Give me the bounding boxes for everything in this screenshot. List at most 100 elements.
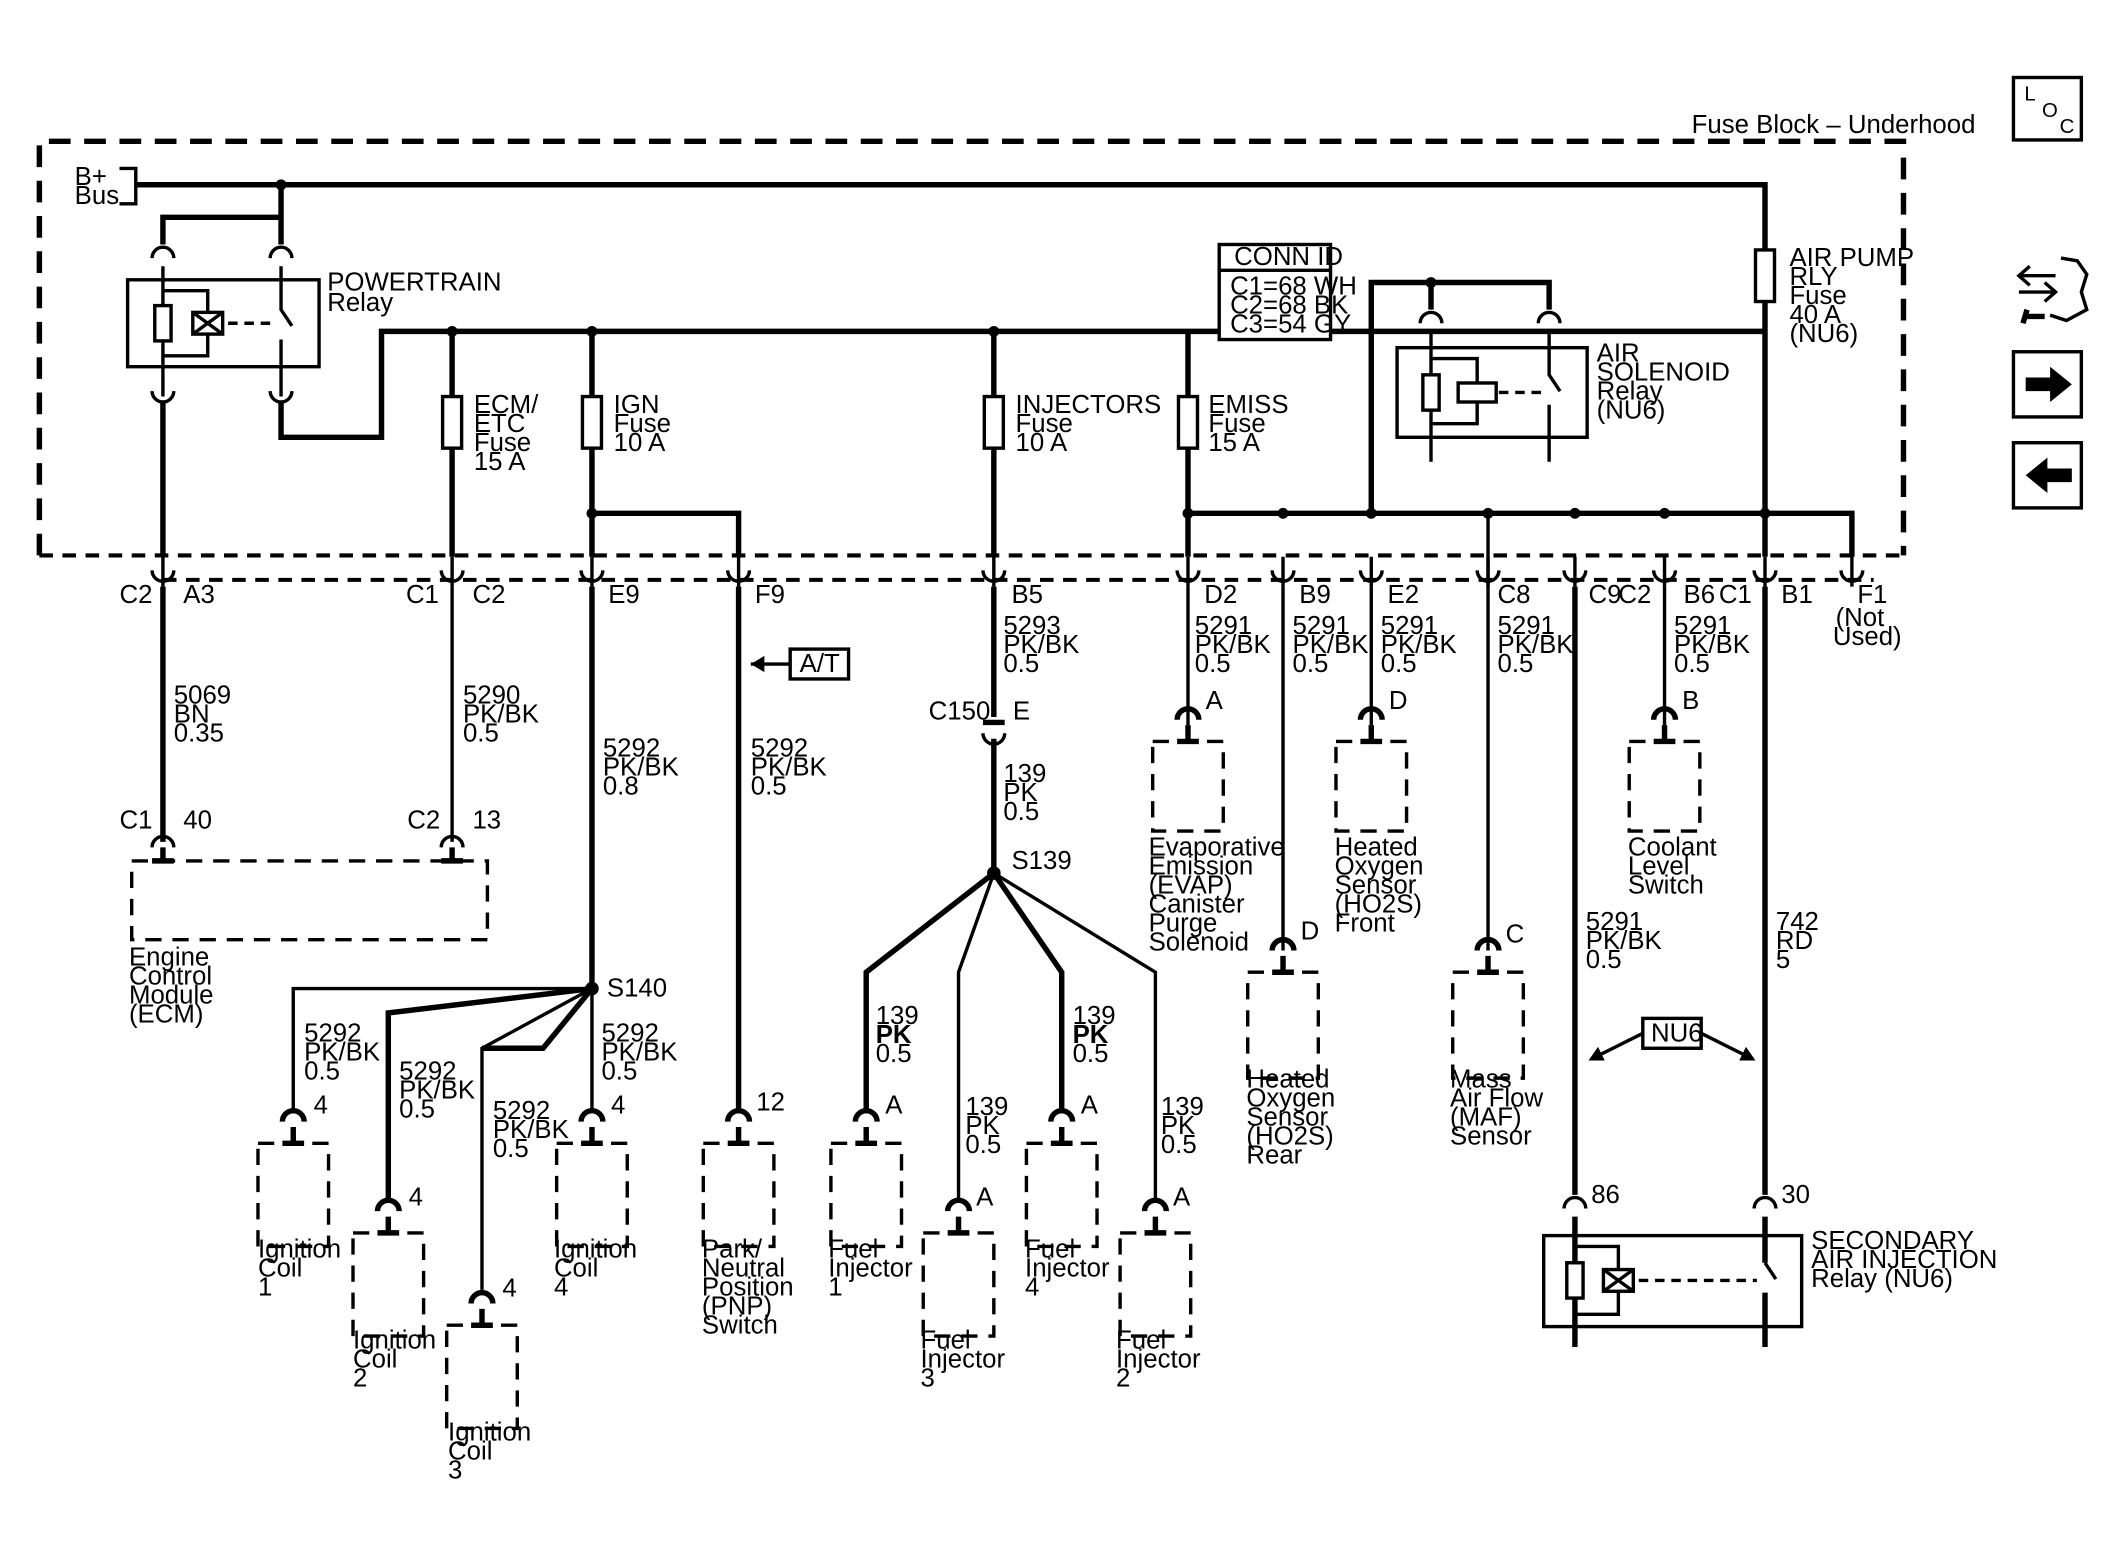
svg-text:PK: PK: [1003, 779, 1037, 807]
svg-text:BN: BN: [174, 700, 210, 728]
svg-text:PK: PK: [965, 1112, 999, 1140]
fuel-injector-4: [1024, 1108, 1099, 1249]
circuit-5293: 5293 PK/BK 0.5: [991, 586, 1079, 717]
svg-text:3: 3: [448, 1457, 462, 1485]
svg-text:0.5: 0.5: [1003, 650, 1039, 678]
svg-text:B9: B9: [1299, 581, 1331, 609]
svg-text:Ignition: Ignition: [448, 1419, 531, 1447]
svg-text:Control: Control: [129, 962, 212, 990]
nu6-tag: NU6: [1588, 1016, 1756, 1061]
previous-arrow-icon[interactable]: [2011, 441, 2084, 510]
terminal-cavity: [579, 556, 605, 587]
svg-text:139: 139: [1161, 1093, 1204, 1121]
svg-text:40 A: 40 A: [1789, 301, 1841, 329]
svg-text:139: 139: [876, 1002, 919, 1030]
fuse-ign: IGN Fuse 10 A: [580, 325, 742, 557]
svg-text:(Not: (Not: [1836, 604, 1885, 632]
circuit-5291-evap: 5291 PK/BK 0.5: [1186, 586, 1271, 726]
fuel-injector-1: [829, 1108, 904, 1249]
svg-text:(NU6): (NU6): [1597, 396, 1666, 424]
coolant-level-switch: [1627, 706, 1702, 833]
fuel-injector-2: [1118, 1197, 1193, 1338]
svg-text:3: 3: [921, 1364, 935, 1392]
svg-text:Air Flow: Air Flow: [1450, 1085, 1543, 1113]
svg-text:Module: Module: [129, 981, 214, 1009]
svg-text:D2: D2: [1204, 581, 1237, 609]
ignition-coil-1: [256, 1108, 331, 1249]
svg-text:E: E: [1013, 698, 1030, 726]
svg-text:4: 4: [554, 1273, 568, 1301]
connector-c150: C150 E: [929, 698, 1030, 746]
svg-text:(MAF): (MAF): [1450, 1104, 1522, 1132]
svg-text:C2=68 BK: C2=68 BK: [1230, 292, 1348, 320]
svg-text:Front: Front: [1335, 909, 1395, 937]
svg-text:0.5: 0.5: [751, 772, 787, 800]
svg-text:Engine: Engine: [129, 943, 209, 971]
svg-text:A: A: [885, 1091, 903, 1119]
svg-text:4: 4: [409, 1184, 423, 1212]
svg-text:5292: 5292: [601, 1019, 658, 1047]
svg-text:PK: PK: [876, 1021, 912, 1049]
svg-text:PK/BK: PK/BK: [493, 1116, 569, 1144]
svg-text:10 A: 10 A: [1016, 429, 1068, 457]
circuit-5291-ho2s-front: 5291 PK/BK 0.5: [1369, 586, 1457, 726]
svg-text:0.5: 0.5: [1293, 650, 1329, 678]
svg-text:PK/BK: PK/BK: [304, 1038, 380, 1066]
svg-text:PK/BK: PK/BK: [1586, 927, 1662, 955]
svg-text:F9: F9: [755, 581, 785, 609]
svg-text:L: L: [2024, 84, 2035, 106]
terminal-cavity: [439, 556, 465, 587]
svg-text:PK/BK: PK/BK: [1498, 631, 1574, 659]
svg-text:Ignition: Ignition: [353, 1326, 436, 1354]
terminal-cavity: [1839, 556, 1865, 587]
svg-text:0.5: 0.5: [1674, 650, 1710, 678]
circuit-5292-pnp: 5292 PK/BK 0.5: [735, 586, 827, 1114]
svg-text:(PNP): (PNP): [702, 1292, 772, 1320]
svg-text:5292: 5292: [603, 734, 660, 762]
svg-text:Heated: Heated: [1335, 833, 1418, 861]
svg-text:0.8: 0.8: [603, 772, 639, 800]
svg-text:PK/BK: PK/BK: [751, 753, 827, 781]
svg-text:0.5: 0.5: [493, 1135, 529, 1163]
maf-sensor: [1451, 937, 1526, 1080]
svg-text:0.5: 0.5: [965, 1131, 1001, 1159]
svg-text:Injector: Injector: [828, 1254, 913, 1282]
svg-text:C2: C2: [1618, 581, 1651, 609]
svg-text:5292: 5292: [751, 734, 808, 762]
terminal-cavity: [1562, 556, 1588, 587]
circuit-5291-secondary-air: 5291 PK/BK 0.5: [1572, 586, 1662, 1195]
svg-text:5291: 5291: [1195, 612, 1252, 640]
schematic-icon[interactable]: [2016, 256, 2089, 325]
terminal-cavity: [150, 556, 176, 587]
svg-text:5: 5: [1776, 946, 1790, 974]
fuse-emiss: EMISS Fuse 15 A: [1176, 331, 1855, 557]
svg-text:PK/BK: PK/BK: [601, 1038, 677, 1066]
svg-text:D: D: [1301, 918, 1320, 946]
secondary-air-injection-relay: 86 30 SECONDARY AIR INJECTION Relay (NU6…: [1541, 1181, 1997, 1347]
ignition-coil-4: [554, 1108, 629, 1249]
svg-text:D: D: [1389, 687, 1408, 715]
ignition-coil-3: [444, 1290, 519, 1431]
svg-text:5291: 5291: [1381, 612, 1438, 640]
fuse-injectors: INJECTORS Fuse 10 A: [982, 325, 1161, 557]
svg-text:Coil: Coil: [448, 1438, 492, 1466]
svg-text:C1=68 WH: C1=68 WH: [1230, 273, 1357, 301]
svg-text:PK: PK: [1073, 1021, 1109, 1049]
loc-button[interactable]: L O C: [2011, 75, 2084, 142]
svg-text:E2: E2: [1388, 581, 1420, 609]
svg-text:5291: 5291: [1674, 612, 1731, 640]
svg-text:PK: PK: [1161, 1112, 1195, 1140]
svg-text:RLY: RLY: [1789, 263, 1837, 291]
fuse-ecm-etc: ECM/ ETC Fuse 15 A: [440, 325, 539, 557]
next-arrow-icon[interactable]: [2011, 350, 2084, 419]
svg-text:Level: Level: [1628, 852, 1690, 880]
svg-text:Injector: Injector: [1025, 1254, 1110, 1282]
svg-text:A: A: [1081, 1091, 1099, 1119]
svg-text:C8: C8: [1498, 581, 1531, 609]
svg-text:Fuse: Fuse: [1789, 282, 1846, 310]
svg-text:Purge: Purge: [1149, 909, 1218, 937]
terminal-labels: C2 A3 C1 C2 E9 F9 B5 D2 B9 E2 C8 C9 C2 B…: [119, 581, 1901, 651]
svg-text:RD: RD: [1776, 927, 1813, 955]
svg-text:Evaporative: Evaporative: [1149, 833, 1285, 861]
svg-text:5291: 5291: [1498, 612, 1555, 640]
